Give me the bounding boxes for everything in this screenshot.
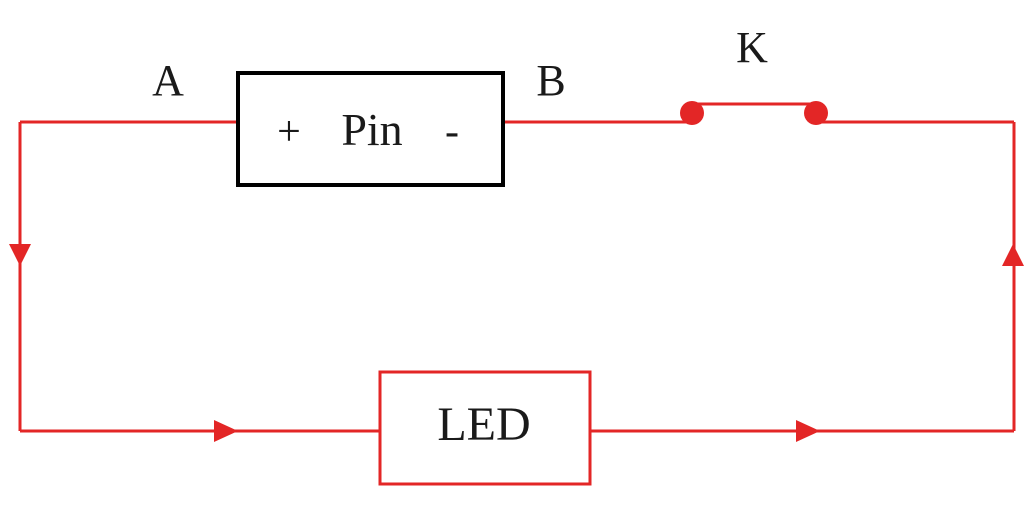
battery-box <box>236 71 505 187</box>
battery-label: Pin <box>341 104 402 155</box>
arrow-right-bottom-left-icon <box>214 420 238 442</box>
node-label-b: B <box>536 56 565 105</box>
battery-plus-sign: + <box>277 109 301 155</box>
battery: + Pin - <box>236 71 505 187</box>
switch-terminal-left-dot-icon <box>680 101 704 125</box>
arrow-down-left-icon <box>9 244 31 266</box>
led: LED <box>378 370 592 486</box>
arrow-right-bottom-right-icon <box>796 420 820 442</box>
led-label: LED <box>437 398 530 451</box>
node-label-a: A <box>152 56 184 105</box>
switch-label-k: K <box>736 23 768 72</box>
switch-terminal-right-dot-icon <box>804 101 828 125</box>
led-box <box>378 370 592 486</box>
arrow-up-right-icon <box>1002 244 1024 266</box>
battery-minus-sign: - <box>445 109 459 155</box>
